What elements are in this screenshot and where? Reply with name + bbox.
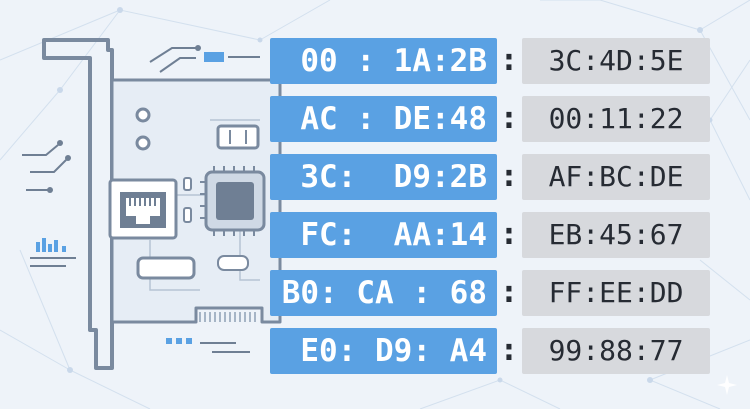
nic-segment: EB:45:67 bbox=[522, 212, 710, 258]
oui-segment: 00 : 1A:2B bbox=[270, 38, 497, 84]
signal-bars-icon bbox=[36, 238, 66, 252]
nic-segment: 99:88:77 bbox=[522, 328, 710, 374]
mac-address-row: B0: CA : 68 : FF:EE:DD bbox=[270, 270, 710, 316]
pci-bracket bbox=[42, 38, 114, 370]
connector-slot-icon bbox=[136, 256, 196, 280]
oui-segment: FC: AA:14 bbox=[270, 212, 497, 258]
circuit-traces-icon bbox=[149, 47, 196, 73]
mac-address-row: FC: AA:14 : EB:45:67 bbox=[270, 212, 710, 258]
oui-segment: 3C: D9:2B bbox=[270, 154, 497, 200]
controller-chip-icon bbox=[200, 166, 266, 236]
nic-segment: FF:EE:DD bbox=[522, 270, 710, 316]
oui-segment: AC : DE:48 bbox=[270, 96, 497, 142]
nic-segment: 3C:4D:5E bbox=[522, 38, 710, 84]
nic-segment: 00:11:22 bbox=[522, 96, 710, 142]
nic-segment: AF:BC:DE bbox=[522, 154, 710, 200]
mac-address-row: AC : DE:48 : 00:11:22 bbox=[270, 96, 710, 142]
mount-hole-icon bbox=[135, 135, 151, 151]
led-indicator-icon bbox=[216, 124, 260, 150]
segment-separator: : bbox=[499, 42, 519, 78]
mac-address-row: E0: D9: A4 : 99:88:77 bbox=[270, 328, 710, 374]
ethernet-port-icon bbox=[108, 178, 178, 240]
segment-separator: : bbox=[499, 100, 519, 136]
circuit-traces-icon bbox=[22, 144, 67, 191]
sparkle-icon bbox=[717, 375, 737, 395]
mac-address-table: 00 : 1A:2B : 3C:4D:5E AC : DE:48 : 00:11… bbox=[270, 38, 710, 374]
segment-separator: : bbox=[499, 158, 519, 194]
gold-finger-edge bbox=[199, 312, 256, 322]
mac-address-row: 3C: D9:2B : AF:BC:DE bbox=[270, 154, 710, 200]
mount-hole-icon bbox=[135, 107, 151, 123]
segment-separator: : bbox=[499, 332, 519, 368]
segment-separator: : bbox=[499, 216, 519, 252]
segment-separator: : bbox=[499, 274, 519, 310]
oui-segment: B0: CA : 68 bbox=[270, 270, 497, 316]
oui-segment: E0: D9: A4 bbox=[270, 328, 497, 374]
mac-address-row: 00 : 1A:2B : 3C:4D:5E bbox=[270, 38, 710, 84]
